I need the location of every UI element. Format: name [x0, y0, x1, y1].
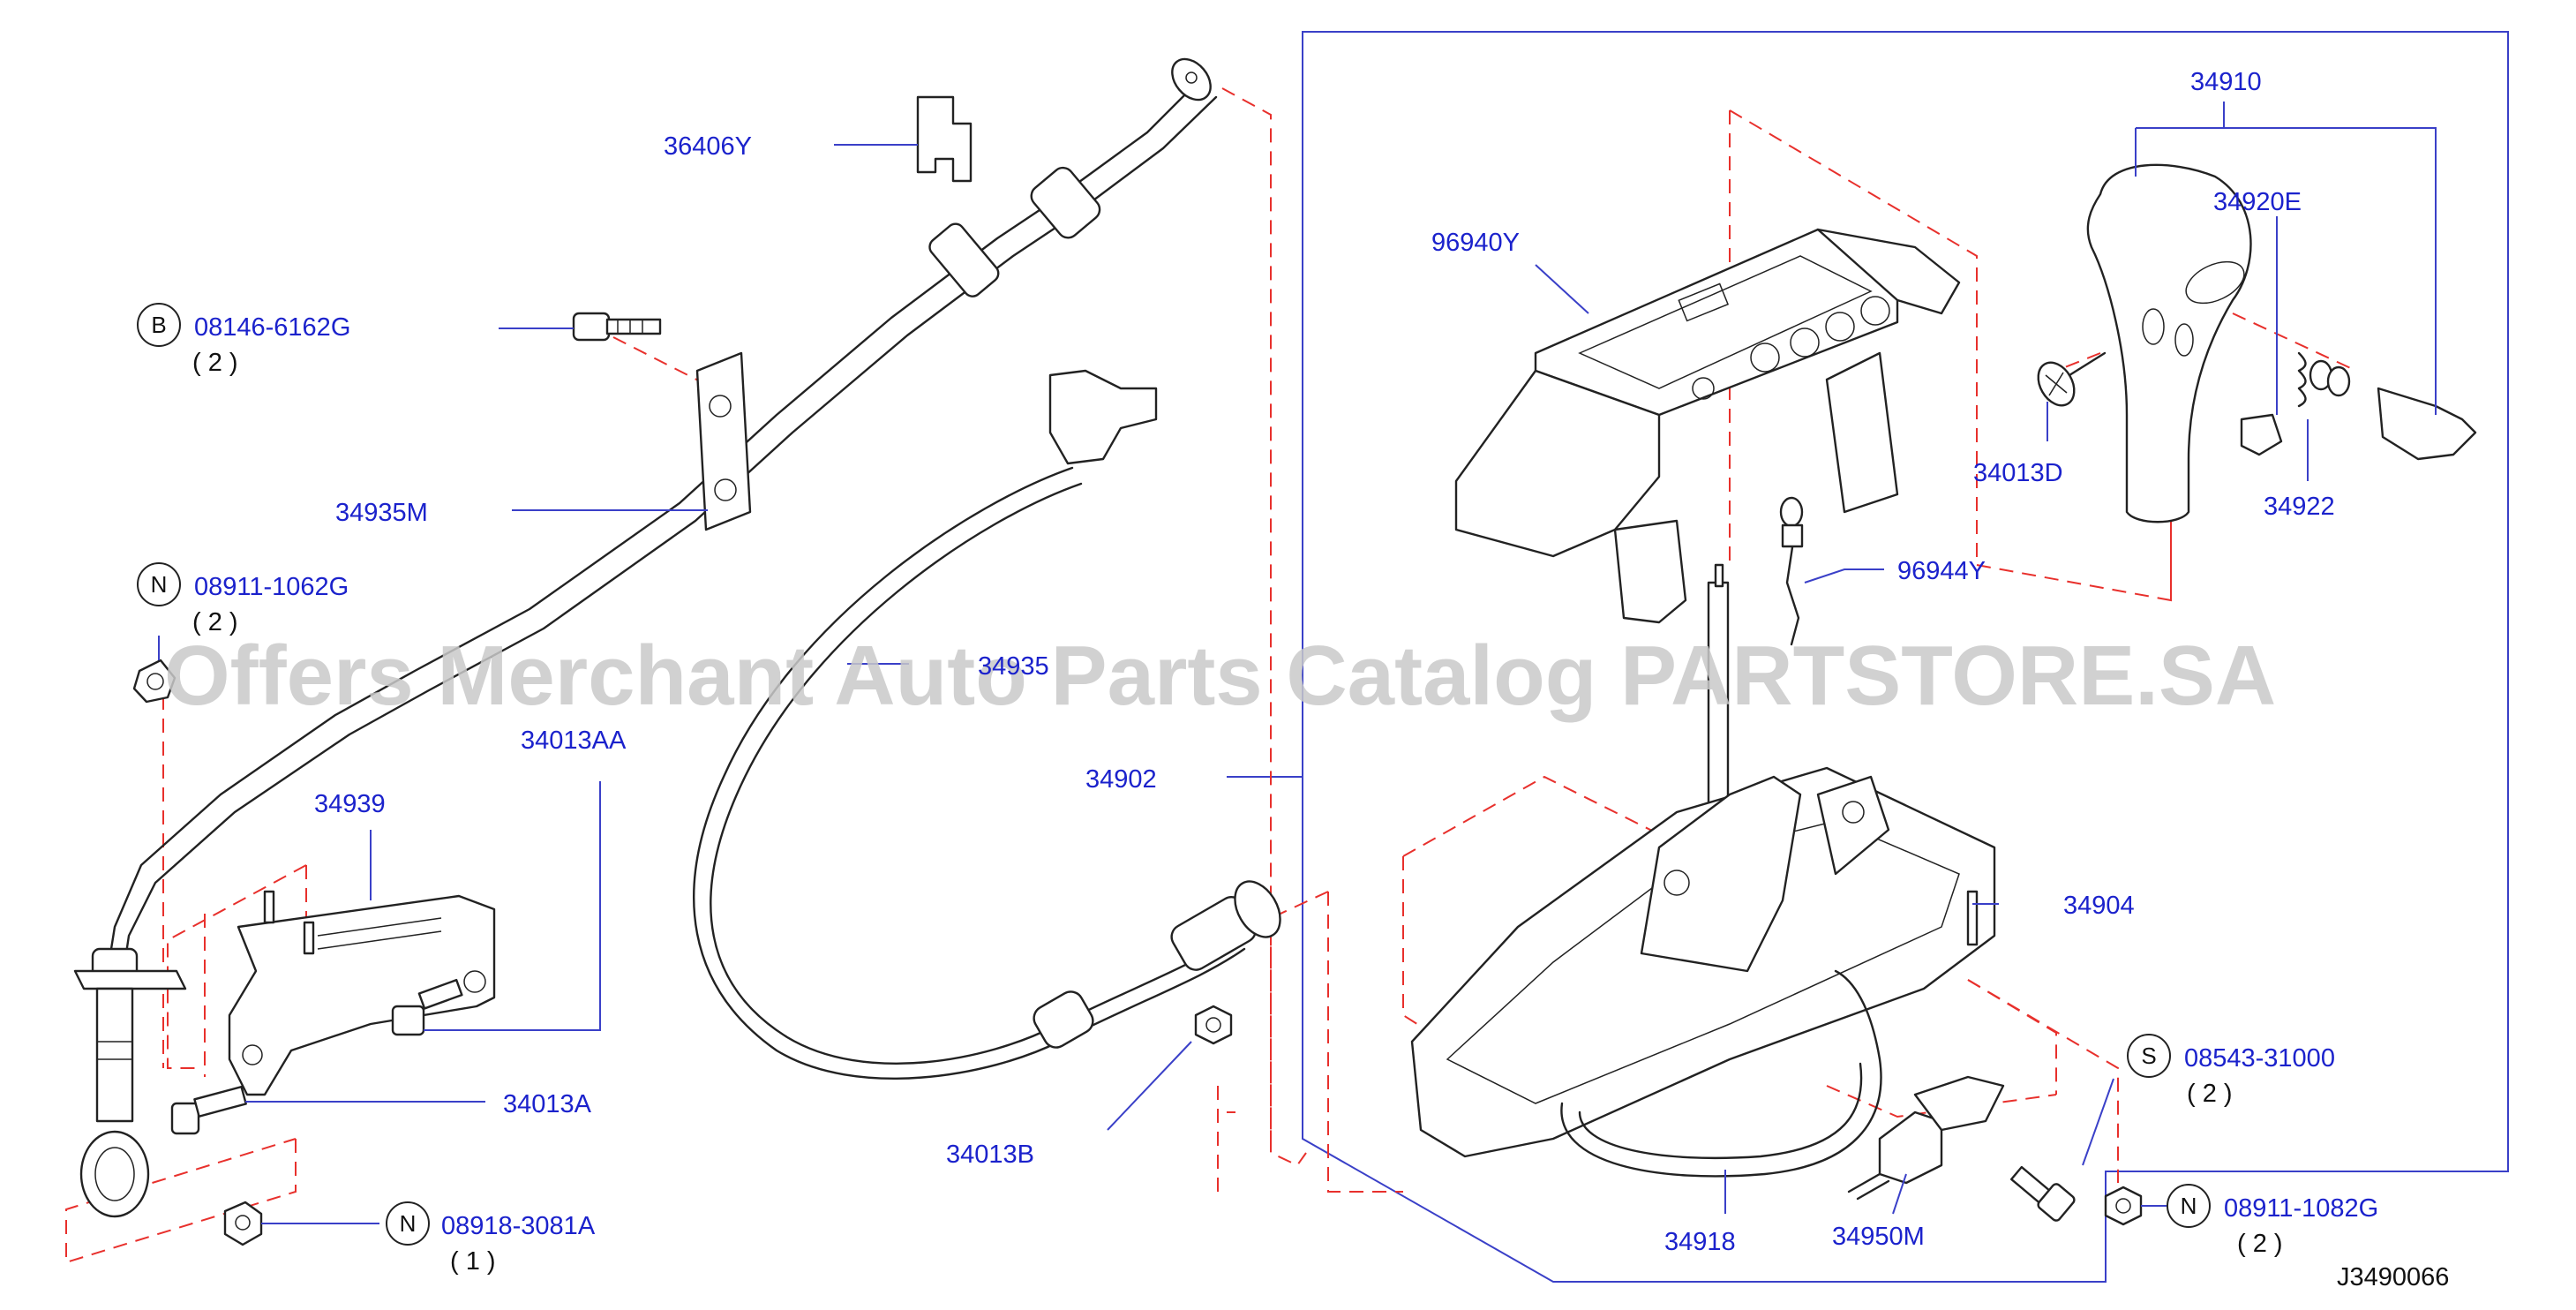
- label-34904[interactable]: 34904: [2063, 892, 2135, 920]
- label-34922[interactable]: 34922: [2264, 493, 2335, 521]
- prefix-letter-n-1082: N: [2181, 1193, 2197, 1219]
- label-34939[interactable]: 34939: [314, 790, 386, 818]
- label-08911-1062g[interactable]: 08911-1062G: [194, 573, 349, 601]
- indicator-panel-96940y: [1454, 228, 1961, 624]
- label-36406y[interactable]: 36406Y: [664, 132, 752, 161]
- qty-08911-1062g: ( 2 ): [192, 608, 238, 636]
- leader-lines: [158, 102, 2437, 1224]
- qty-08911-1082g: ( 2 ): [2237, 1230, 2283, 1258]
- nut-08911-1082g: [2104, 1186, 2143, 1226]
- label-34918[interactable]: 34918: [1664, 1228, 1736, 1256]
- bulb-96944y: [1779, 496, 1804, 646]
- knob-34910: [2086, 163, 2252, 523]
- prefix-circle-s: S: [2127, 1034, 2171, 1078]
- label-96944y[interactable]: 96944Y: [1897, 557, 1986, 585]
- label-34950m[interactable]: 34950M: [1832, 1223, 1925, 1251]
- clip-36406y: [916, 95, 973, 183]
- prefix-letter-n-08918: N: [400, 1210, 417, 1237]
- watermark-text: Offers Merchant Auto Parts Catalog PARTS…: [164, 629, 2276, 723]
- shift-lever-base-34904: [1410, 563, 1996, 1158]
- assembly-guide-lines: [65, 87, 2357, 1264]
- button-34920e: [2240, 413, 2283, 456]
- label-08911-1082g[interactable]: 08911-1082G: [2224, 1194, 2378, 1223]
- label-34935[interactable]: 34935: [978, 652, 1049, 681]
- qty-08146-6162g: ( 2 ): [192, 349, 238, 377]
- label-08146-6162g[interactable]: 08146-6162G: [194, 313, 350, 342]
- label-96940y[interactable]: 96940Y: [1431, 229, 1520, 257]
- shift-cable-34935m: [73, 57, 1218, 1218]
- bolt-08146: [572, 312, 662, 342]
- label-34013b[interactable]: 34013B: [946, 1141, 1034, 1169]
- label-34013aa[interactable]: 34013AA: [521, 727, 627, 755]
- label-34013a[interactable]: 34013A: [503, 1090, 592, 1118]
- nut-34013b: [1194, 1005, 1233, 1045]
- prefix-letter-n-1062: N: [151, 571, 168, 598]
- interlock-cable-34935: [693, 369, 1281, 1080]
- diagram-code: J3490066: [2337, 1263, 2449, 1291]
- switch-34950m: [1847, 1075, 2005, 1201]
- boot-34918: [1560, 969, 1882, 1178]
- nut-08911-1062g: [132, 659, 176, 704]
- nut-08918: [223, 1201, 263, 1246]
- prefix-letter-s: S: [2141, 1043, 2156, 1069]
- label-08918-3081a[interactable]: 08918-3081A: [441, 1212, 596, 1240]
- knob-button-cap: [2377, 387, 2477, 461]
- qty-08543-31000: ( 2 ): [2187, 1080, 2233, 1108]
- label-34910[interactable]: 34910: [2190, 68, 2262, 96]
- label-34920e[interactable]: 34920E: [2213, 188, 2302, 216]
- qty-08918-3081a: ( 1 ): [450, 1247, 496, 1276]
- assembly-frame: [1227, 31, 2509, 1283]
- screw-34013d: [2037, 351, 2107, 407]
- prefix-circle-n-1082: N: [2167, 1184, 2211, 1228]
- bolt-34013aa: [391, 978, 463, 1036]
- prefix-circle-n-1062: N: [137, 562, 181, 606]
- label-08543-31000[interactable]: 08543-31000: [2184, 1044, 2335, 1073]
- prefix-circle-n-08918: N: [386, 1201, 430, 1246]
- prefix-circle-b: B: [137, 303, 181, 347]
- spring-34922: [2297, 351, 2351, 408]
- bolt-34013a: [170, 1085, 247, 1135]
- prefix-letter-b: B: [151, 312, 166, 338]
- label-34935m[interactable]: 34935M: [335, 499, 428, 527]
- bracket-34939: [228, 890, 496, 1096]
- label-34902[interactable]: 34902: [1085, 765, 1157, 794]
- label-34013d[interactable]: 34013D: [1973, 459, 2063, 487]
- bolt-08543: [2010, 1165, 2076, 1222]
